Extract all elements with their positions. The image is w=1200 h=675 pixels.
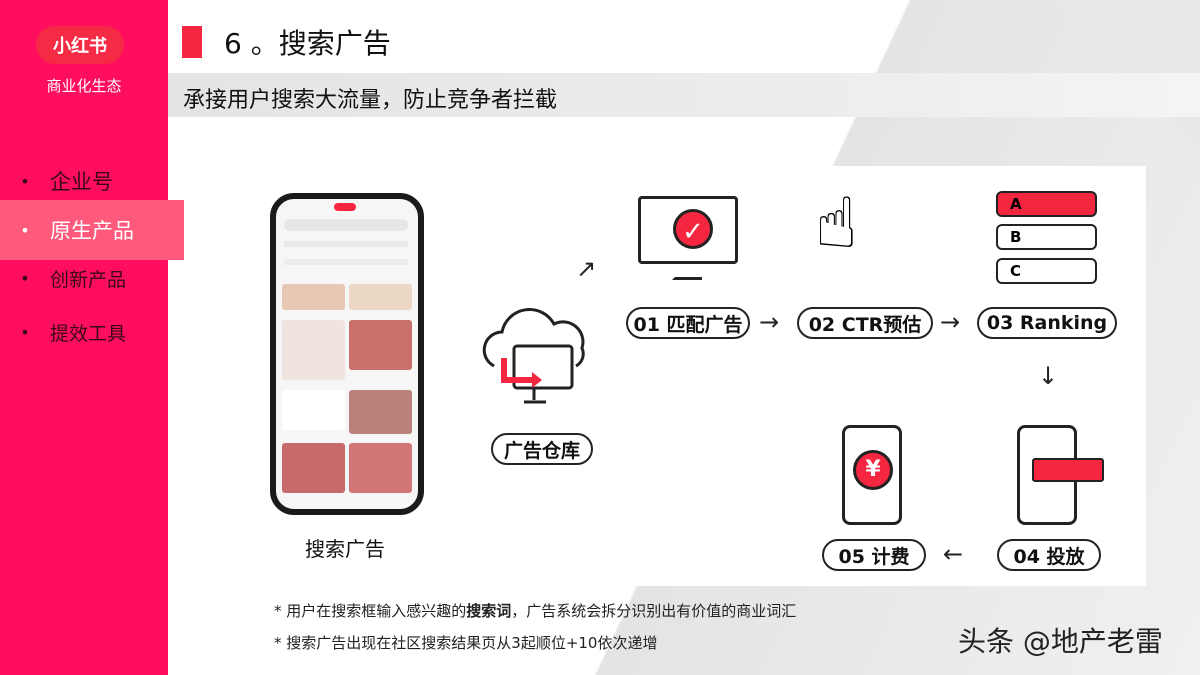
sidebar-item-innovation[interactable]: • 创新产品 [0,258,168,298]
sidebar: 小红书 商业化生态 • 企业号 • 原生产品 • 创新产品 • 提效工具 [0,0,184,675]
watermark: 头条 @地产老雷 [958,625,1163,658]
step-02-pill: 02 CTR预估 [797,307,933,339]
bullet-icon: • [20,171,30,191]
page-title: 6 。搜索广告 [224,27,391,60]
tap-hand-icon: ☝ [815,182,858,264]
arrow-right-icon: → [759,308,780,336]
sidebar-item-label: 创新产品 [50,268,127,291]
note-2: * 搜索广告出现在社区搜索结果页从3起顺位+10依次递增 [274,634,658,652]
arrow-right-icon: → [940,308,961,336]
sidebar-item-label: 原生产品 [50,219,134,243]
arrow-left-icon: ← [943,540,964,568]
step-05-pill: 05 计费 [822,539,926,571]
phone-ad-icon [1017,425,1104,525]
sidebar-item-enterprise[interactable]: • 企业号 [0,161,168,201]
sidebar-item-label: 企业号 [50,170,113,194]
title-marker [182,26,202,58]
phone-caption: 搜索广告 [305,537,385,561]
step-03-pill: 03 Ranking [977,307,1117,339]
subtitle-bar [168,73,1200,117]
sidebar-item-tools[interactable]: • 提效工具 [0,312,168,352]
phone-mockup [270,193,424,515]
search-bar [284,219,408,231]
logo: 小红书 [36,26,124,64]
cloud-monitor-icon [474,296,594,416]
rank-b: B [996,224,1097,250]
search-results-grid [282,284,412,499]
step-01-pill: 01 匹配广告 [626,307,750,339]
arrow-down-icon: ↓ [1038,362,1059,390]
warehouse-pill: 广告仓库 [491,433,593,465]
note-1: * 用户在搜索框输入感兴趣的搜索词，广告系统会拆分识别出有价值的商业词汇 [274,602,797,620]
sidebar-item-native[interactable]: • 原生产品 [0,200,184,260]
logo-subtitle: 商业化生态 [46,77,122,95]
page-subtitle: 承接用户搜索大流量，防止竞争者拦截 [183,88,558,113]
bullet-icon: • [20,322,30,342]
step-04-pill: 04 投放 [997,539,1101,571]
sidebar-item-label: 提效工具 [50,322,127,345]
monitor-check-icon: ✓ [638,196,738,264]
bullet-icon: • [20,220,30,240]
rank-a: A [996,191,1097,217]
rank-c: C [996,258,1097,284]
bullet-icon: • [20,268,30,288]
phone-billing-icon: ¥ [842,425,902,525]
yuan-coin-icon: ¥ [853,450,893,490]
